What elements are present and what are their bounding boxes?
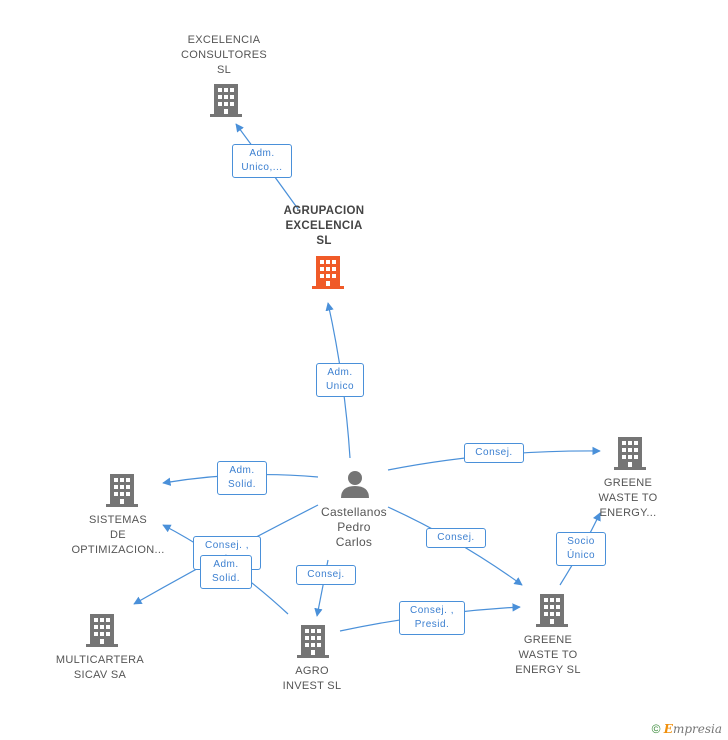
copyright-icon: © — [651, 722, 661, 736]
node-label-excelencia-consultores[interactable]: EXCELENCIA CONSULTORES SL — [180, 34, 268, 76]
node-label-castellanos[interactable]: Castellanos Pedro Carlos — [320, 505, 387, 549]
edge-label-consej-greene-sl[interactable]: Consej. — [426, 528, 486, 548]
edge-label-consej-agro[interactable]: Consej. — [296, 565, 356, 585]
person-icon[interactable] — [341, 471, 369, 498]
node-label-agro-invest[interactable]: AGRO INVEST SL — [282, 665, 342, 692]
edge-castellanos-to-agro — [314, 559, 329, 617]
edge-label-adm-solid-multi[interactable]: Adm. Solid. — [200, 555, 252, 589]
edge-label-consej-greene-top[interactable]: Consej. — [464, 443, 524, 463]
node-label-agrupacion-excelencia[interactable]: AGRUPACION EXCELENCIA SL — [283, 205, 365, 247]
edge-label-adm-unico-top[interactable]: Adm. Unico,... — [232, 144, 292, 178]
building-icon-multicartera[interactable] — [86, 614, 118, 647]
edge-label-socio-unico[interactable]: Socio Único — [556, 532, 606, 566]
footer-brand: © Empresia — [652, 722, 722, 736]
building-icon-sistemas[interactable] — [106, 474, 138, 507]
empresia-logo: Empresia — [663, 722, 722, 736]
building-icon-agrupacion-excelencia[interactable] — [312, 256, 344, 289]
node-label-greene-waste-top[interactable]: GREENE WASTE TO ENERGY... — [598, 477, 658, 519]
edge-label-adm-unico[interactable]: Adm. Unico — [316, 363, 364, 397]
edge-label-consej-presid[interactable]: Consej. , Presid. — [399, 601, 465, 635]
building-icon-agro-invest[interactable] — [297, 625, 329, 658]
node-label-sistemas[interactable]: SISTEMAS DE OPTIMIZACION... — [71, 514, 165, 556]
building-icon-greene-waste-top[interactable] — [614, 437, 646, 470]
node-label-multicartera[interactable]: MULTICARTERA SICAV SA — [55, 654, 145, 681]
building-icon-greene-waste-sl[interactable] — [536, 594, 568, 627]
building-icon-excelencia-consultores[interactable] — [210, 84, 242, 117]
edge-label-adm-solid-sistemas[interactable]: Adm. Solid. — [217, 461, 267, 495]
node-label-greene-waste-sl[interactable]: GREENE WASTE TO ENERGY SL — [515, 634, 581, 676]
